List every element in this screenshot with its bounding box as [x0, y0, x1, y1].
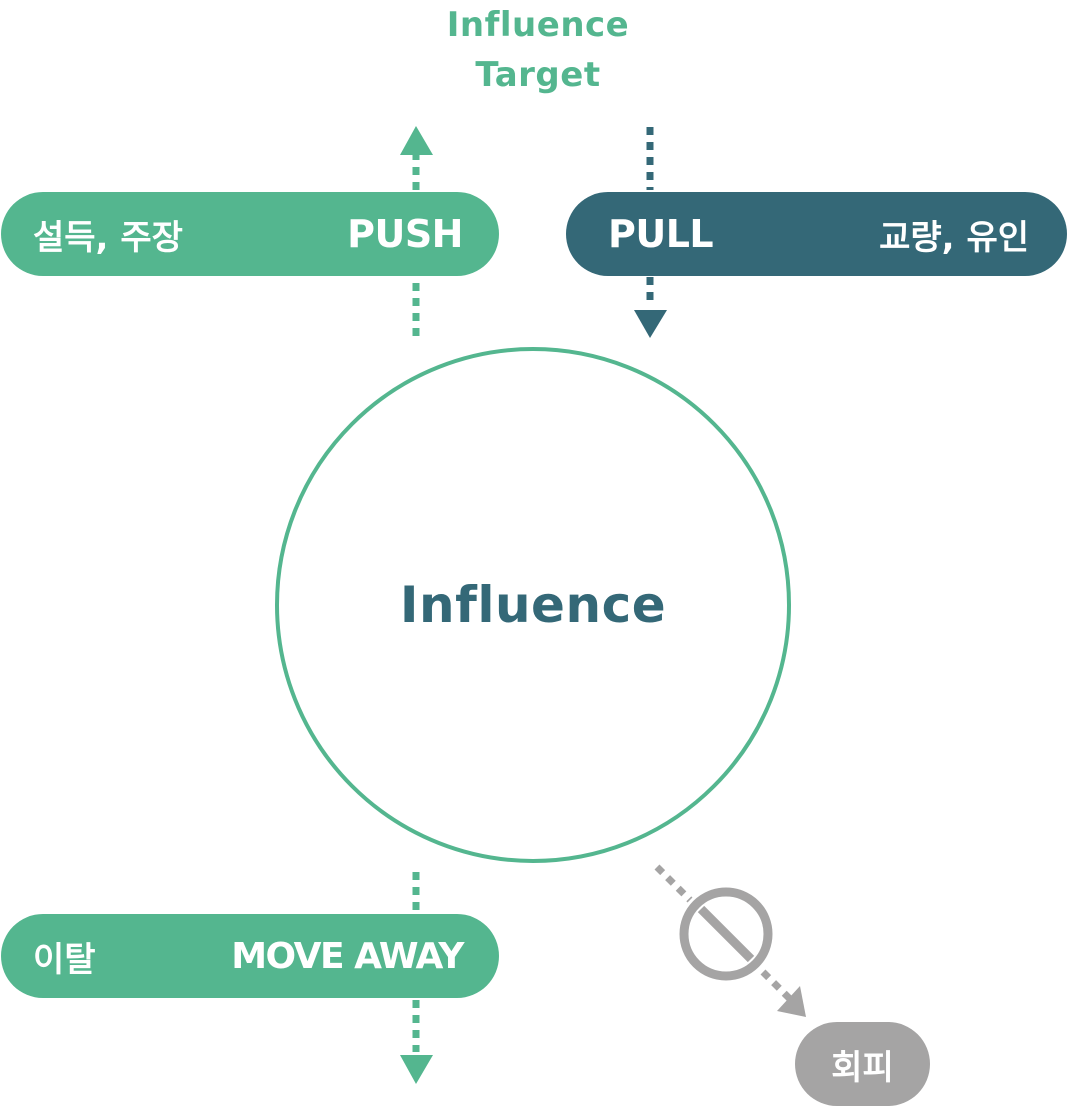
- influence-circle: Influence: [275, 347, 791, 863]
- avoid-arrow: [654, 864, 806, 1017]
- pull-pill: PULL 교량, 유인: [566, 192, 1067, 276]
- move-away-pill: 이탈 MOVE AWAY: [1, 914, 499, 998]
- move-away-arrow: [400, 872, 433, 1084]
- move-away-label: MOVE AWAY: [231, 935, 464, 977]
- pull-label: PULL: [608, 212, 714, 256]
- down-arrow-icon: [400, 1055, 433, 1084]
- down-arrow-icon: [634, 310, 667, 338]
- push-arrow: [400, 126, 433, 336]
- avoid-pill: 회피: [795, 1022, 930, 1106]
- move-away-korean-label: 이탈: [33, 939, 96, 980]
- influence-center-label: Influence: [399, 576, 667, 634]
- push-pill: 설득, 주장 PUSH: [1, 192, 499, 276]
- pull-arrow: [634, 127, 667, 338]
- prohibition-icon: [679, 887, 773, 981]
- influence-target-label: Influence Target: [388, 0, 688, 100]
- influence-target-line2: Target: [475, 55, 601, 95]
- up-arrow-icon: [400, 126, 433, 155]
- avoid-korean-label: 회피: [831, 1047, 894, 1088]
- pull-korean-label: 교량, 유인: [879, 217, 1029, 258]
- push-label: PUSH: [347, 212, 463, 256]
- influence-target-line1: Influence: [446, 5, 630, 45]
- diagonal-arrowhead-icon: [777, 986, 806, 1017]
- push-korean-label: 설득, 주장: [33, 217, 183, 258]
